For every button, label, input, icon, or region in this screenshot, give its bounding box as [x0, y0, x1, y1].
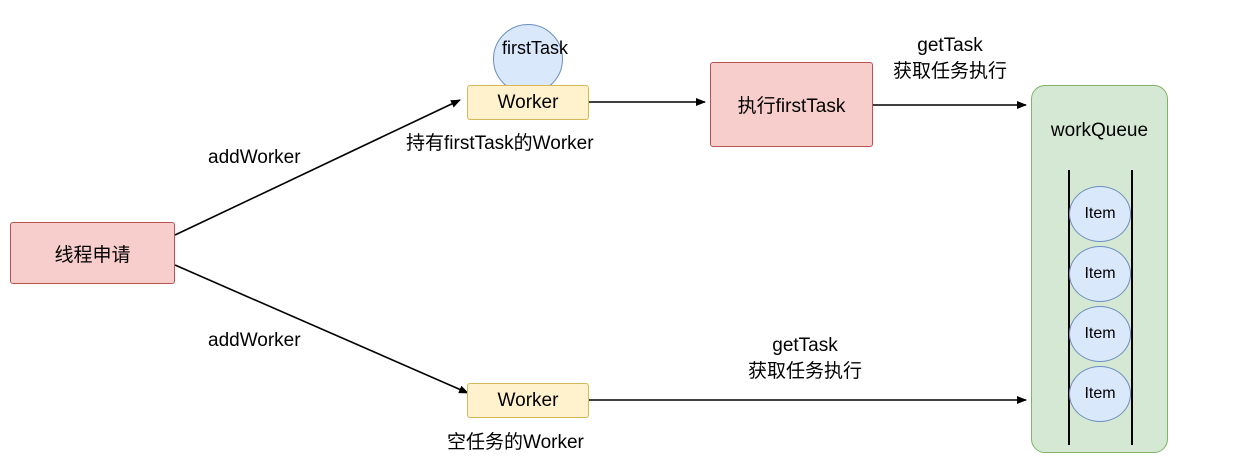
queue-item-1[interactable]: Item — [1069, 246, 1131, 302]
first-task-label: firstTask — [501, 38, 568, 58]
node-thread-request[interactable]: 线程申请 — [10, 222, 175, 284]
edge-label-get-task-top: getTask 获取任务执行 — [860, 33, 1040, 85]
work-queue-label: workQueue — [1050, 120, 1149, 141]
edge-label-worker-empty-task: 空任务的Worker — [447, 432, 584, 453]
edge-label-add-worker-top: addWorker — [208, 147, 301, 168]
node-worker-bottom[interactable]: Worker — [467, 383, 589, 418]
get-task-top-line2: 获取任务执行 — [892, 61, 1007, 82]
queue-item-0[interactable]: Item — [1069, 186, 1131, 242]
edge-label-worker-with-first-task: 持有firstTask的Worker — [406, 133, 594, 154]
queue-rail-right — [1131, 170, 1133, 445]
edge-label-add-worker-bottom: addWorker — [208, 330, 301, 351]
edge-threadrequest-workerbottom — [174, 264, 469, 394]
queue-item-2[interactable]: Item — [1069, 306, 1131, 362]
get-task-top-line1: getTask — [917, 35, 983, 56]
node-exec-first-task[interactable]: 执行firstTask — [710, 62, 873, 147]
get-task-bottom-line2: 获取任务执行 — [747, 361, 862, 382]
first-task-circle — [493, 24, 563, 94]
get-task-bottom-line1: getTask — [772, 335, 838, 356]
edge-label-get-task-bottom: getTask 获取任务执行 — [715, 333, 895, 385]
queue-rail-left — [1068, 170, 1070, 445]
node-worker-top[interactable]: Worker — [467, 85, 589, 120]
queue-item-3[interactable]: Item — [1069, 366, 1131, 422]
